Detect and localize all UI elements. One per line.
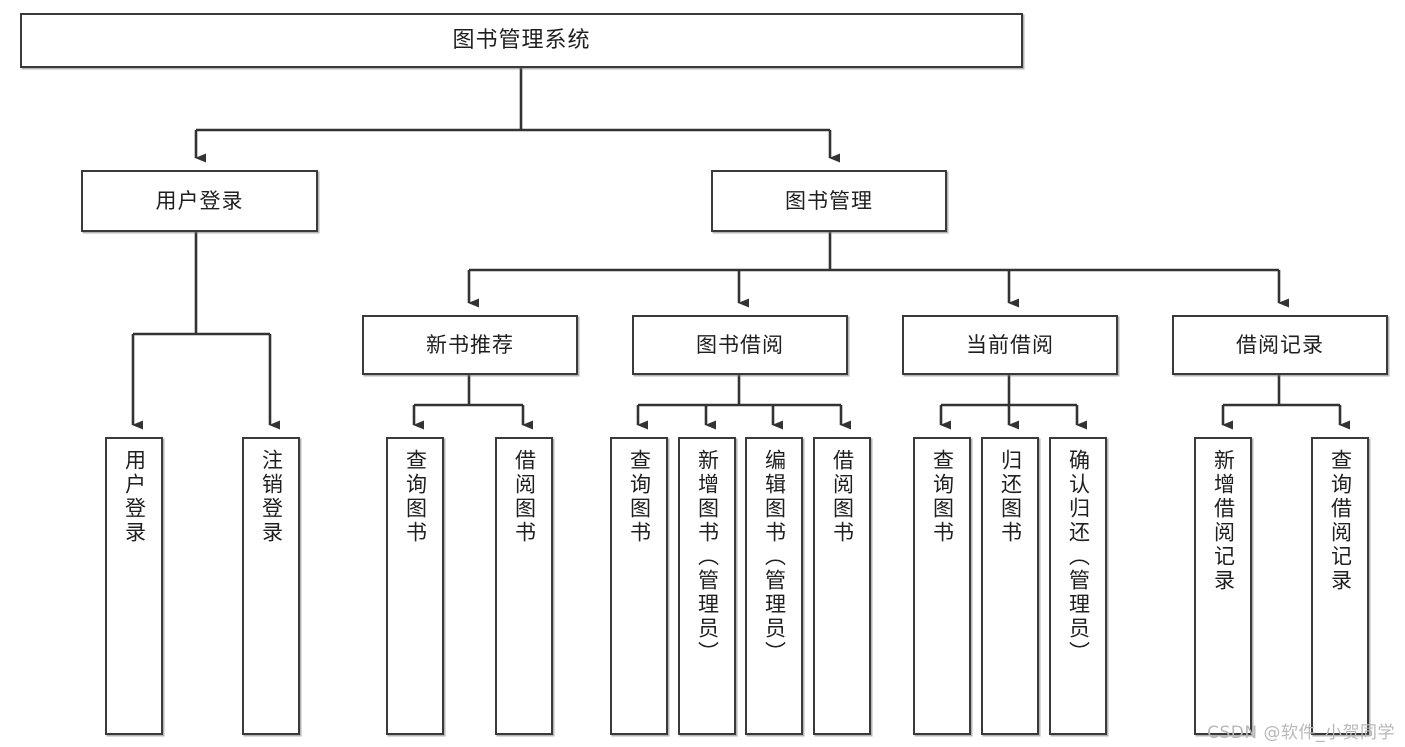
node-label: 图书管理 (785, 188, 873, 213)
node-label: 确认归还（管理员） (1066, 449, 1091, 665)
leaf-add-book-admin[interactable]: 新增图书（管理员） (678, 437, 736, 735)
leaf-user-login[interactable]: 用户登录 (105, 437, 163, 735)
node-label: 查询图书 (930, 449, 955, 545)
leaf-query-book-borrow[interactable]: 查询图书 (610, 437, 668, 735)
node-label: 查询图书 (627, 449, 652, 545)
leaf-borrow-book-recommend[interactable]: 借阅图书 (495, 437, 553, 735)
watermark: CSDN @软件_小贺同学 (1207, 723, 1395, 743)
node-label: 借阅记录 (1236, 332, 1324, 357)
node-root-system[interactable]: 图书管理系统 (20, 13, 1023, 68)
node-label: 新增图书（管理员） (695, 449, 720, 665)
leaf-query-book-recommend[interactable]: 查询图书 (386, 437, 444, 735)
leaf-logout[interactable]: 注销登录 (242, 437, 300, 735)
leaf-edit-book-admin[interactable]: 编辑图书（管理员） (745, 437, 803, 735)
node-book-borrow[interactable]: 图书借阅 (632, 315, 848, 375)
node-label: 用户登录 (155, 188, 244, 213)
node-label: 查询借阅记录 (1328, 449, 1353, 593)
leaf-return-book[interactable]: 归还图书 (981, 437, 1039, 735)
leaf-add-borrow-record[interactable]: 新增借阅记录 (1194, 437, 1252, 735)
node-label: 查询图书 (403, 449, 428, 545)
node-label: 借阅图书 (512, 449, 537, 545)
node-book-management[interactable]: 图书管理 (711, 170, 947, 232)
node-user-login[interactable]: 用户登录 (81, 170, 318, 232)
node-current-borrow[interactable]: 当前借阅 (902, 315, 1118, 375)
node-label: 图书管理系统 (452, 27, 591, 53)
node-label: 借阅图书 (830, 449, 855, 545)
leaf-borrow-book[interactable]: 借阅图书 (813, 437, 871, 735)
node-label: 新书推荐 (426, 332, 514, 357)
node-label: 注销登录 (259, 449, 284, 545)
node-label: 新增借阅记录 (1211, 449, 1236, 593)
node-label: 用户登录 (122, 449, 147, 545)
node-label: 归还图书 (998, 449, 1023, 545)
node-label: 图书借阅 (696, 332, 784, 357)
leaf-query-borrow-record[interactable]: 查询借阅记录 (1311, 437, 1369, 735)
node-borrow-record[interactable]: 借阅记录 (1172, 315, 1388, 375)
leaf-query-book-current[interactable]: 查询图书 (913, 437, 971, 735)
node-label: 当前借阅 (966, 332, 1054, 357)
leaf-confirm-return-admin[interactable]: 确认归还（管理员） (1049, 437, 1107, 735)
node-label: 编辑图书（管理员） (762, 449, 787, 665)
node-new-book-recommend[interactable]: 新书推荐 (362, 315, 578, 375)
